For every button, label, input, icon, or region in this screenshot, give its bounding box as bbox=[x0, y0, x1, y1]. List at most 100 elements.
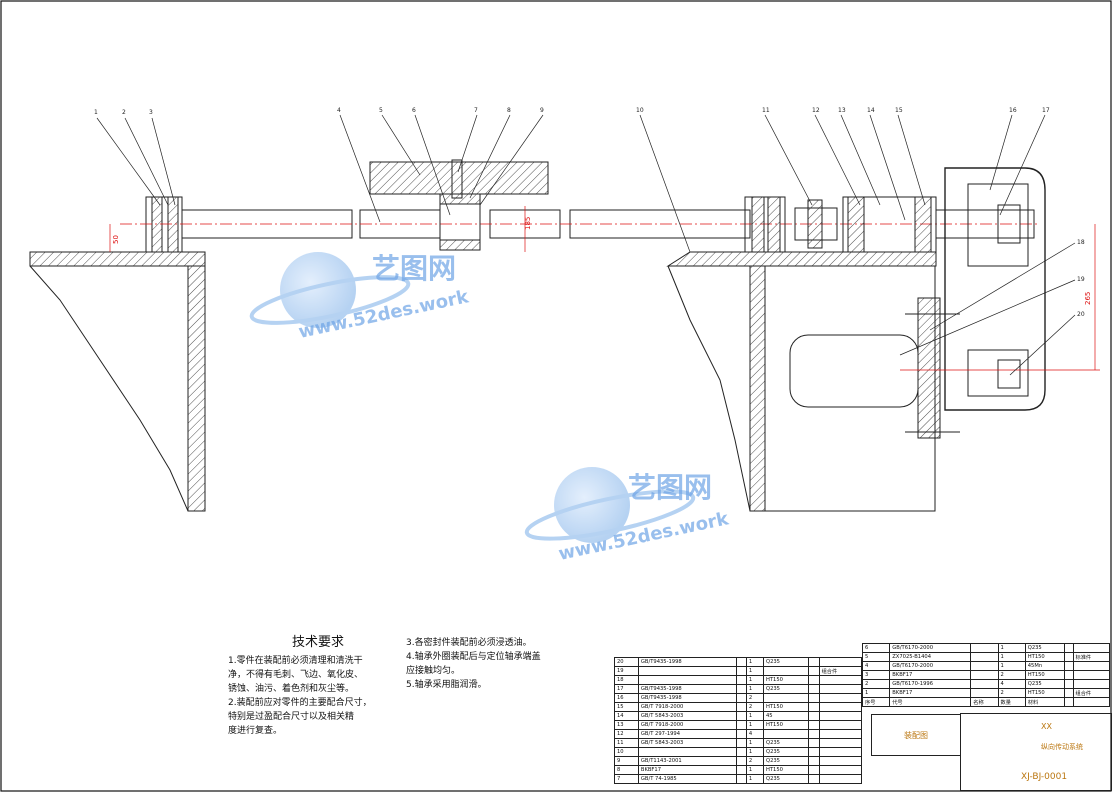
right-base bbox=[666, 251, 937, 512]
bom-cell: 9 bbox=[614, 756, 639, 766]
bom-cell: 1 bbox=[745, 657, 764, 667]
dim-185: 185 bbox=[524, 217, 532, 230]
bom-cell bbox=[1063, 679, 1074, 689]
bom-cell: 16 bbox=[614, 693, 639, 703]
belt-guard bbox=[944, 167, 1046, 411]
bom-cell: 1 bbox=[745, 675, 764, 685]
leader-lines bbox=[96, 114, 1076, 376]
title-project: XX bbox=[1041, 722, 1052, 731]
bom-cell: HT150 bbox=[762, 702, 810, 712]
bom-cell: Q235 bbox=[762, 738, 810, 748]
bom-cell bbox=[735, 738, 747, 748]
bom-cell: 45 bbox=[762, 711, 810, 721]
bom-cell bbox=[762, 666, 810, 676]
bom-cell: Q235 bbox=[1024, 643, 1065, 653]
bom-cell: 组合件 bbox=[1072, 688, 1110, 698]
tech-line: 4.轴承外圈装配后与定位轴承端盖 bbox=[406, 652, 541, 662]
bom-cell bbox=[735, 675, 747, 685]
bom-cell bbox=[637, 675, 737, 685]
callout-numbers: 1 2 3 4 5 6 7 8 9 10 11 12 13 14 15 16 1… bbox=[94, 107, 1085, 318]
bom-cell: 6 bbox=[861, 643, 891, 653]
tech-requirements-left: 技术要求 1.零件在装配前必须清理和清洗干 净，不得有毛刺、飞边、氧化皮、 锈蚀… bbox=[228, 636, 408, 738]
bom-cell bbox=[1063, 643, 1074, 653]
bom-cell: Q235 bbox=[762, 774, 810, 784]
bom-cell: Q235 bbox=[1024, 679, 1065, 689]
motor bbox=[789, 297, 960, 439]
callout-5: 5 bbox=[379, 107, 383, 114]
bom-cell: 4 bbox=[997, 679, 1026, 689]
bom-cell: 19 bbox=[614, 666, 639, 676]
bom-cell: 2 bbox=[745, 693, 764, 703]
callout-3: 3 bbox=[149, 109, 153, 116]
bom-cell: GB/T9435-1998 bbox=[637, 657, 737, 667]
bom-cell: 2 bbox=[861, 679, 891, 689]
bom-cell bbox=[1072, 661, 1110, 671]
title-code: XJ-BJ-0001 bbox=[1021, 772, 1068, 782]
bom-cell bbox=[735, 657, 747, 667]
bom-cell: 标准件 bbox=[1072, 652, 1110, 662]
bom-cell bbox=[970, 652, 999, 662]
callout-16: 16 bbox=[1009, 107, 1017, 114]
bom-cell: 4 bbox=[861, 661, 891, 671]
bom-cell: 1 bbox=[745, 765, 764, 775]
bom-cell: Q235 bbox=[762, 747, 810, 757]
callout-14: 14 bbox=[867, 107, 875, 114]
callout-13: 13 bbox=[838, 107, 846, 114]
bom-cell bbox=[735, 756, 747, 766]
bom-cell: 45Mn bbox=[1024, 661, 1065, 671]
bom-cell: 1 bbox=[997, 652, 1026, 662]
bom-cell: 序号 bbox=[861, 697, 891, 707]
bom-cell: 2 bbox=[997, 688, 1026, 698]
bom-cell: 7 bbox=[614, 774, 639, 784]
dim-50: 50 bbox=[112, 235, 120, 244]
bom-cell: GB/T 7918-2000 bbox=[637, 702, 737, 712]
tech-line: 特别是过盈配合尺寸以及相关精 bbox=[228, 712, 355, 722]
watermark-brand-1: 艺图网 bbox=[372, 252, 456, 285]
bom-cell: 数量 bbox=[997, 697, 1026, 707]
bom-cell bbox=[735, 765, 747, 775]
callout-18: 18 bbox=[1077, 239, 1085, 246]
bom-cell: GB/T6170-2000 bbox=[889, 661, 972, 671]
bom-cell: 11 bbox=[614, 738, 639, 748]
bom-cell: 1 bbox=[745, 666, 764, 676]
callout-11: 11 bbox=[762, 107, 770, 114]
bom-cell bbox=[1063, 670, 1074, 680]
bom-cell bbox=[808, 693, 820, 703]
callout-20: 20 bbox=[1077, 311, 1085, 318]
bom-cell: GB/T 5843-2003 bbox=[637, 711, 737, 721]
bom-cell bbox=[970, 643, 999, 653]
bom-cell bbox=[762, 729, 810, 739]
bom-cell bbox=[970, 679, 999, 689]
tech-line: 锈蚀、油污、着色剂和灰尘等。 bbox=[228, 684, 355, 694]
bom-cell: BKBF17 bbox=[889, 670, 972, 680]
bom-cell bbox=[637, 666, 737, 676]
bom-cell: HT150 bbox=[1024, 688, 1065, 698]
bom-cell: 1 bbox=[745, 774, 764, 784]
bom-cell: 2 bbox=[745, 702, 764, 712]
bom-cell: GB/T 7918-2000 bbox=[637, 720, 737, 730]
bom-cell: HT150 bbox=[762, 765, 810, 775]
tech-line: 度进行复查。 bbox=[228, 726, 283, 736]
bom-cell: 1 bbox=[997, 661, 1026, 671]
bom-cell: GB/T 5843-2003 bbox=[637, 738, 737, 748]
bom-cell: GB/T6170-2000 bbox=[889, 643, 972, 653]
bom-row: 序号代号名称数量材料 bbox=[861, 697, 1110, 707]
bom-cell bbox=[735, 666, 747, 676]
bom-cell: 18 bbox=[614, 675, 639, 685]
bom-cell: 20 bbox=[614, 657, 639, 667]
bom-cell bbox=[818, 693, 863, 703]
bom-cell bbox=[735, 702, 747, 712]
bom-cell bbox=[808, 666, 820, 676]
bom-cell bbox=[637, 747, 737, 757]
